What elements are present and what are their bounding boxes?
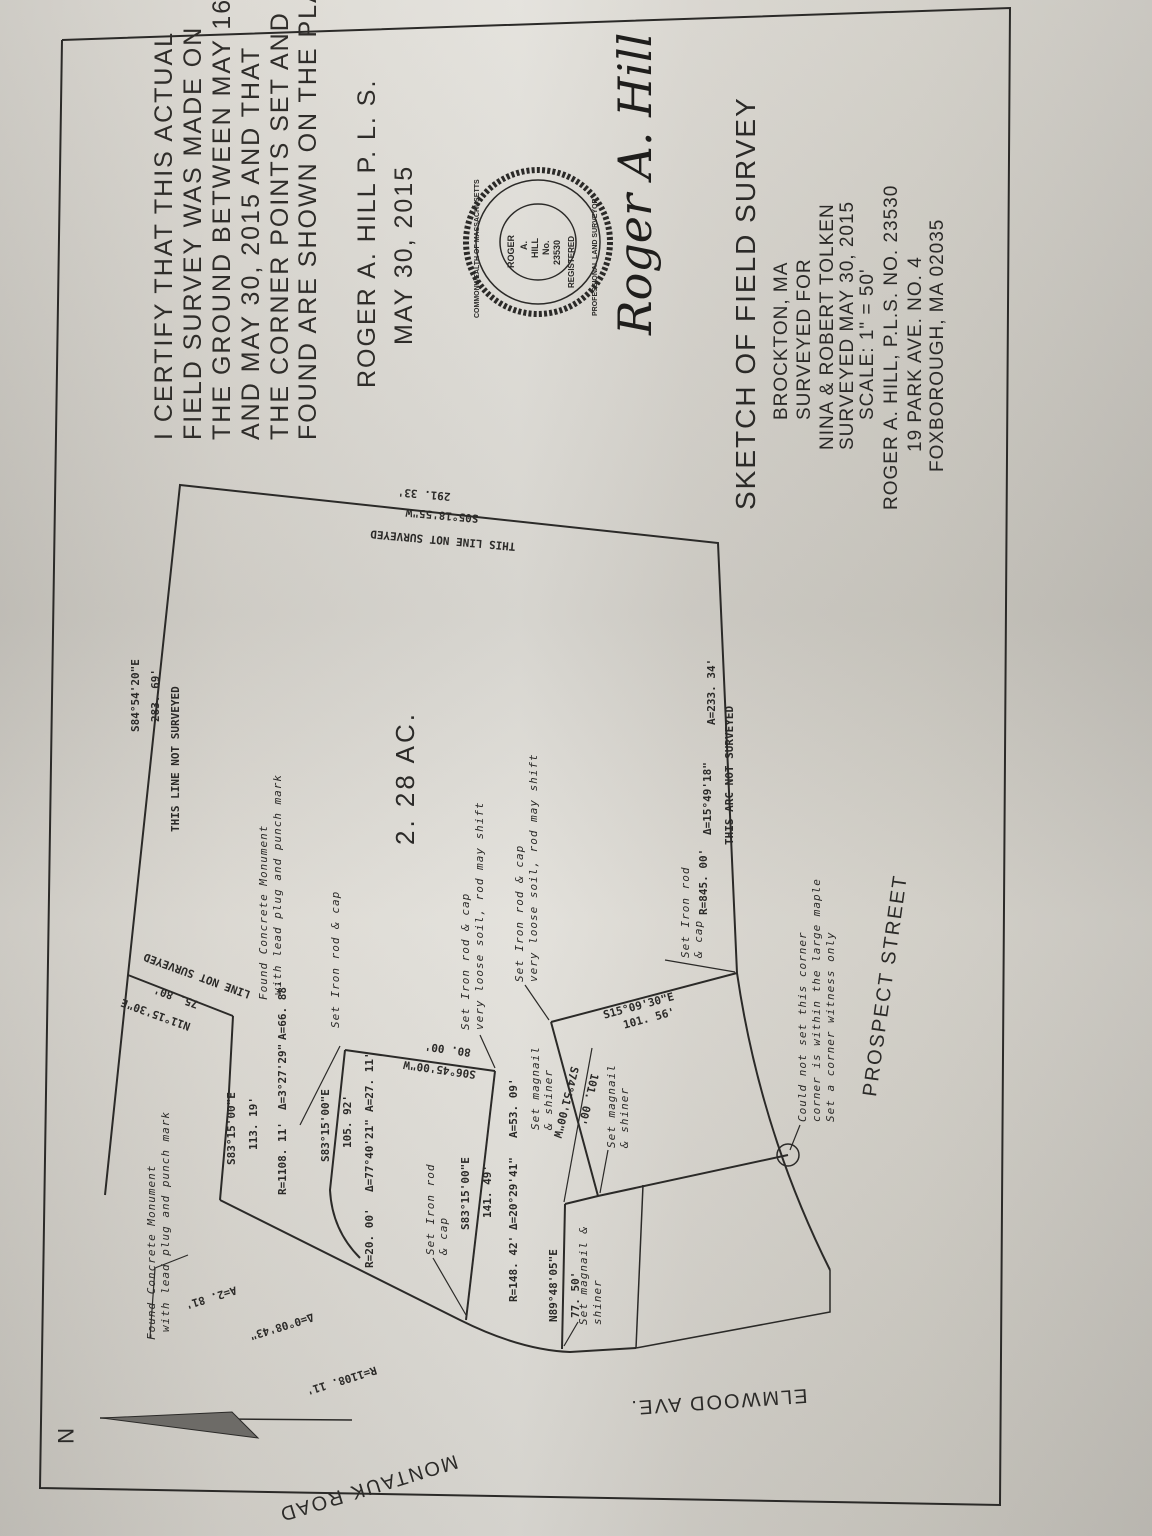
- seal-outer-top: COMMONWEALTH OF MASSACHUSETTS: [474, 179, 481, 318]
- lot-line-south: [635, 1270, 831, 1349]
- certification-line-3: THE GROUND BETWEEN MAY 16: [208, 0, 236, 440]
- note-found-monument-1-line2: with lead plug and punch mark: [159, 1110, 172, 1332]
- note-magnail-1-line2: & shiner: [542, 1069, 555, 1130]
- parcel-boundary: [104, 483, 831, 1271]
- note-magnail-2-line2: & shiner: [618, 1087, 631, 1148]
- line-a: [219, 1015, 234, 1201]
- surveyor-license: ROGER A. HILL, P.L.S. NO. 23530: [881, 184, 902, 510]
- surveyor-seal-icon: [463, 167, 613, 317]
- surveyed-date: SURVEYED MAY 30, 2015: [837, 200, 858, 450]
- prospect-curve-arc: A=233. 34': [705, 658, 718, 725]
- note-set-iron-rod-1: Set Iron rod & cap: [329, 890, 342, 1028]
- nw-jog-line: [127, 974, 234, 1017]
- north-arrow-icon: [99, 1411, 353, 1439]
- seal-roger: ROGER: [506, 234, 516, 268]
- plan-scale: SCALE: 1" = 50': [857, 268, 878, 420]
- curve-g-radius: R=148. 42': [507, 1235, 520, 1302]
- note-corner-witness-line2: corner is within the large maple: [810, 878, 823, 1122]
- client-name: NINA & ROBERT TOLKEN: [817, 203, 838, 450]
- curve-b-delta: Δ=3°27'29": [276, 1043, 289, 1110]
- surveyor-signature: Roger A. Hill: [608, 32, 662, 335]
- note-prospect-rod-line2: & cap: [692, 919, 705, 958]
- plan-location: BROCKTON, MA: [771, 261, 792, 420]
- note-found-monument-2-line2: with lead plug and punch mark: [271, 773, 284, 995]
- note-set-iron-rod-2-line2: & cap: [437, 1216, 450, 1255]
- note-magnail-1-line1: Set magnail: [529, 1046, 542, 1130]
- lot-line-f: [465, 1070, 496, 1321]
- prospect-curve-radius: R=845. 00': [697, 848, 710, 915]
- seal-number: 23530: [552, 239, 562, 265]
- plan-title: SKETCH OF FIELD SURVEY: [730, 96, 761, 510]
- note-loose-soil-2-line2: very loose soil, rod may shift: [527, 753, 540, 982]
- line-a-distance: 113. 19': [247, 1097, 260, 1150]
- certification-line-2: FIELD SURVEY WAS MADE ON: [179, 25, 207, 440]
- seal-hill: HILL: [530, 238, 540, 258]
- certification-line-5: THE CORNER POINTS SET AND: [266, 11, 294, 440]
- line-a-bearing: S83°15'00"E: [225, 1092, 238, 1165]
- curve-d-delta: Δ=77°40'21": [363, 1119, 376, 1192]
- curve-d-arc: A=27. 11': [363, 1052, 376, 1112]
- seal-outer-bottom: PROFESSIONAL LAND SURVEYOR: [592, 198, 599, 316]
- lot-line-i: [550, 1021, 599, 1197]
- lot-line-c: [328, 1049, 361, 1259]
- line-c-distance: 105. 92': [341, 1095, 354, 1148]
- lot-line-j: [550, 972, 738, 1023]
- north-line-bearing: S84°54'20"E: [129, 659, 142, 732]
- lot-line-magnail: [564, 1154, 789, 1205]
- line-h-bearing: N89°48'05"E: [547, 1249, 560, 1322]
- note-magnail-2-line1: Set magnail: [605, 1064, 618, 1148]
- note-found-monument-2-line1: Found Concrete Monument: [257, 824, 270, 1000]
- north-line-distance: 283. 69': [149, 669, 162, 722]
- parcel-area: 2. 28 AC.: [390, 711, 420, 845]
- sheet-border: [38, 6, 1012, 1507]
- certification-line-6: FOUND ARE SHOWN ON THE PLAN: [294, 0, 322, 440]
- prospect-curve-note: THIS ARC NOT SURVEYED: [723, 705, 736, 845]
- note-prospect-rod-line1: Set Iron rod: [679, 866, 692, 958]
- north-label: N: [53, 1428, 78, 1446]
- curve-b-radius: R=1108. 11': [276, 1122, 289, 1195]
- note-found-monument-1-line1: Found Concrete Monument: [145, 1164, 158, 1340]
- north-line-note: THIS LINE NOT SURVEYED: [169, 686, 182, 832]
- corner-witness-circle: [776, 1143, 800, 1167]
- surveyor-name: ROGER A. HILL P. L. S.: [353, 78, 381, 388]
- seal-no: No.: [541, 240, 551, 256]
- note-magnail-3-line2: shiner: [591, 1279, 604, 1325]
- certification-date: MAY 30, 2015: [390, 164, 418, 345]
- line-f-distance: 141. 49': [481, 1165, 494, 1218]
- note-set-iron-rod-2-line1: Set Iron rod: [424, 1163, 437, 1255]
- note-loose-soil-1-line1: Set Iron rod & cap: [459, 892, 472, 1030]
- certification-line-1: I CERTIFY THAT THIS ACTUAL: [150, 30, 178, 440]
- surveyed-for-label: SURVEYED FOR: [794, 258, 815, 420]
- line-c-bearing: S83°15'00"E: [319, 1089, 332, 1162]
- note-corner-witness-line1: Could not set this corner: [796, 931, 809, 1122]
- note-corner-witness-line3: Set a corner witness only: [824, 931, 837, 1122]
- curve-g-delta: Δ=20°29'41": [507, 1157, 520, 1230]
- note-magnail-3-line1: Set magnail &: [577, 1225, 590, 1325]
- lot-line-e: [344, 1049, 496, 1072]
- note-loose-soil-2-line1: Set Iron rod & cap: [513, 844, 526, 982]
- line-f-bearing: S83°15'00"E: [459, 1157, 472, 1230]
- montauk-frontage: [219, 1199, 637, 1354]
- surveyor-address-1: 19 PARK AVE. NO. 4: [905, 256, 926, 452]
- curve-d-radius: R=20. 00': [363, 1208, 376, 1268]
- certification-line-4: AND MAY 30, 2015 AND THAT: [237, 45, 265, 440]
- surveyor-address-2: FOXBOROUGH, MA 02035: [927, 218, 948, 472]
- prospect-curve-delta: Δ=15°49'18": [701, 762, 714, 835]
- note-loose-soil-1-line2: very loose soil, rod may shift: [473, 801, 486, 1030]
- lot-line-h: [561, 1203, 566, 1350]
- seal-registered: REGISTERED: [567, 235, 576, 288]
- lot-line-inner: [635, 1184, 644, 1349]
- seal-a: A.: [519, 241, 529, 250]
- curve-g-arc: A=53. 09': [507, 1078, 520, 1138]
